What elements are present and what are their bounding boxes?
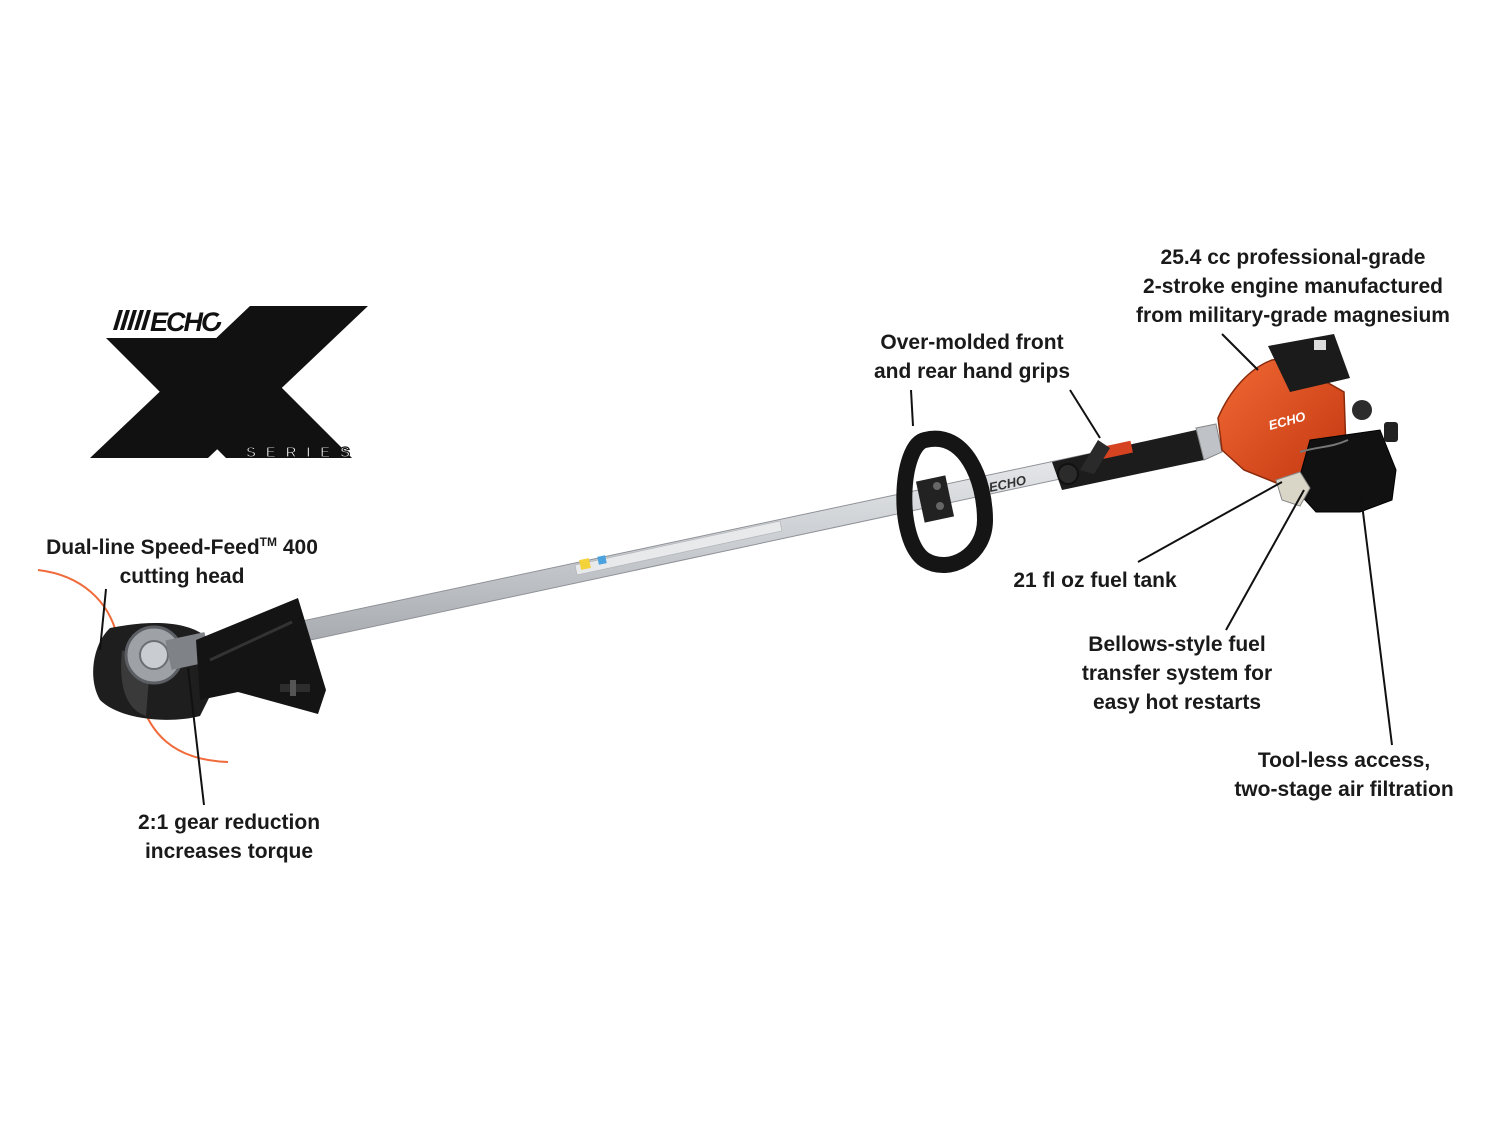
callout-gear-line1: 2:1 gear reduction xyxy=(137,811,321,834)
callout-head-name: Dual-line Speed-Feed xyxy=(46,536,260,559)
trademark-mark: TM xyxy=(259,535,277,549)
leader-gear xyxy=(187,667,205,806)
logo-x-stroke-b xyxy=(90,306,368,458)
leader-filter xyxy=(1359,487,1393,746)
logo-brand-text: ECHO xyxy=(150,307,222,337)
echo-x-series-logo: ECHO SERIES xyxy=(90,306,368,462)
front-loop-handle xyxy=(896,430,994,573)
leader-fuel-tank xyxy=(1137,481,1283,563)
callout-head: Dual-line Speed-FeedTM 400 cutting head xyxy=(24,533,340,591)
callout-filter-line1: Tool-less access, xyxy=(1257,749,1431,772)
leader-bellows xyxy=(1225,489,1305,631)
leader-engine xyxy=(1221,333,1259,371)
callout-fuel-tank-line1: 21 fl oz fuel tank xyxy=(1013,569,1177,592)
logo-stripes xyxy=(113,310,151,330)
leader-head xyxy=(99,588,107,651)
callout-engine-line1: 25.4 cc professional-grade xyxy=(1160,246,1426,269)
callout-grips-line1: Over-molded front xyxy=(880,331,1064,354)
callout-bellows-line1: Bellows-style fuel xyxy=(1088,633,1266,656)
debris-shield xyxy=(196,598,326,714)
callout-head-line1: Dual-line Speed-FeedTM 400 xyxy=(24,533,340,562)
callout-grips-line2: and rear hand grips xyxy=(873,360,1071,383)
callout-engine-line3: from military-grade magnesium xyxy=(1136,304,1450,327)
callout-head-line2: cutting head xyxy=(119,565,245,588)
callout-head-model: 400 xyxy=(277,536,318,559)
callout-filter: Tool-less access, two-stage air filtrati… xyxy=(1216,746,1472,804)
callout-engine: 25.4 cc professional-grade 2-stroke engi… xyxy=(1118,243,1468,330)
leader-grips xyxy=(910,389,914,427)
callout-gear: 2:1 gear reduction increases torque xyxy=(120,808,338,866)
callout-bellows-line2: transfer system for xyxy=(1081,662,1273,685)
callout-bellows-line3: easy hot restarts xyxy=(1092,691,1262,714)
leader-grips-rear xyxy=(1069,389,1101,439)
callout-gear-line2: increases torque xyxy=(144,840,314,863)
callout-filter-line2: two-stage air filtration xyxy=(1234,778,1454,801)
callout-grips: Over-molded front and rear hand grips xyxy=(858,328,1086,386)
leader-lines xyxy=(99,333,1393,806)
engine-housing: ECHO xyxy=(1217,334,1398,513)
callout-engine-line2: 2-stroke engine manufactured xyxy=(1143,275,1443,298)
rear-handle xyxy=(1052,423,1223,490)
callout-bellows: Bellows-style fuel transfer system for e… xyxy=(1062,630,1292,717)
callout-fuel-tank: 21 fl oz fuel tank xyxy=(998,566,1192,595)
